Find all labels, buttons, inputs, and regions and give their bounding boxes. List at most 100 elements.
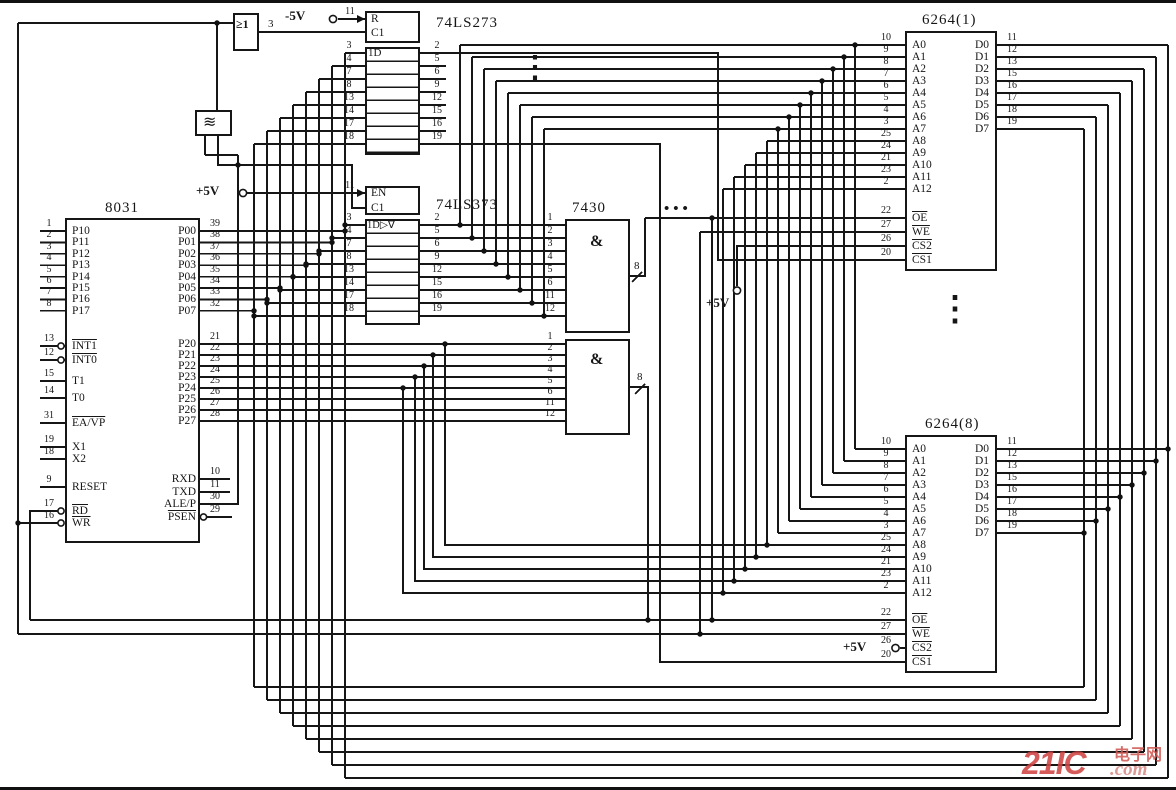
ram1-box [905, 31, 997, 271]
latch273-control-box [365, 11, 420, 43]
pin-row: 12 [545, 408, 555, 419]
pin-row: 4 [547, 364, 553, 375]
pin-row: 4 [346, 225, 352, 236]
pin-row: 9 [434, 79, 440, 90]
latch373-control-box [365, 186, 420, 215]
pin-row: 12 [432, 264, 442, 275]
pin-row: 12 [545, 303, 555, 314]
latch373-main-box [365, 219, 420, 325]
pin-row: 9 [434, 251, 440, 262]
pin-row: 15 [432, 277, 442, 288]
pin-row: C1 [371, 27, 385, 39]
pin-row: 18 [344, 303, 354, 314]
pin-row: 1 [547, 331, 553, 342]
latch373-row1-label: 1D▷∇ [367, 220, 395, 231]
wire-layer [15, 14, 1171, 779]
pin-row: 11 [545, 290, 555, 301]
mcu-title: 8031 [105, 200, 139, 216]
pin-row: 7 [346, 66, 352, 77]
pin-row: 2 [547, 342, 553, 353]
pin-row: 6 [547, 277, 553, 288]
pin-row: 5 [547, 375, 553, 386]
pin-row: 17 [344, 118, 354, 129]
pin-row: 16 [432, 290, 442, 301]
pin-row: 15 [432, 105, 442, 116]
oscillator-symbol-icon: ≋ [203, 114, 217, 131]
pin-row: 3 [346, 212, 352, 223]
pin-row: 17 [344, 290, 354, 301]
pin-row: 3 [547, 238, 553, 249]
pin-row: 5 [434, 225, 440, 236]
pin-row: 13 [344, 92, 354, 103]
bus-continuation-dots: ••• [664, 201, 692, 217]
oscillator-box [195, 110, 232, 136]
plus5v-label-ram8: +5V [843, 639, 867, 654]
pin-row: 8 [346, 79, 352, 90]
pin-row: 7 [346, 238, 352, 249]
pin-row: C1 [371, 202, 385, 214]
watermark: 21IC 电子网 .com [1022, 735, 1172, 785]
pin-row: 3 [547, 353, 553, 364]
nand-title: 7430 [572, 200, 606, 216]
ram8-title: 6264(8) [925, 416, 980, 432]
pin-row: 19 [432, 303, 442, 314]
or-gate-label: ≥1 [236, 17, 249, 31]
plus5v-label-latch373: +5V [196, 183, 220, 198]
latch273-title: 74LS273 [436, 15, 499, 31]
latch-continuation-dots: ⋮ [520, 51, 550, 84]
pin-row: 6 [434, 66, 440, 77]
or-gate-box [233, 13, 259, 51]
pin-row: 11 [545, 397, 555, 408]
